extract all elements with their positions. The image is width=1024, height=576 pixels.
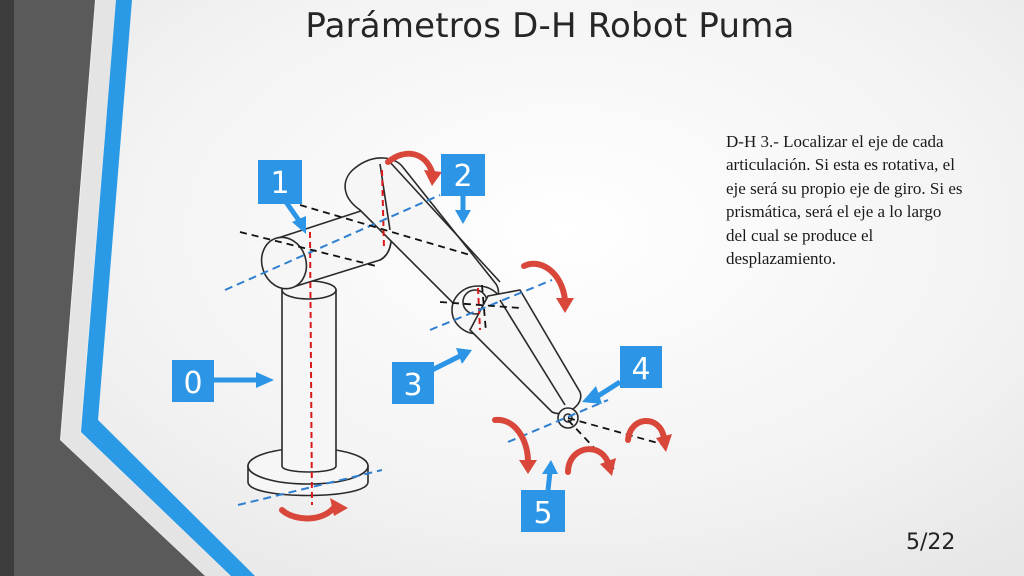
svg-text:4: 4 [631, 352, 650, 387]
rotation-arrow-icon [385, 150, 442, 186]
decor-stripe-thin [0, 0, 14, 576]
axis-aux-6 [567, 417, 666, 446]
pointer-arrow-icon [214, 372, 274, 388]
joint-label-3: 3 [392, 362, 434, 404]
rotation-arrow-icon [521, 260, 574, 313]
pointer-arrow-icon [283, 200, 306, 234]
slide-title: Parámetros D-H Robot Puma [305, 6, 795, 46]
page-number: 5/22 [906, 530, 956, 555]
decor-stripe-light [61, 0, 230, 576]
description-text: D-H 3.- Localizar el eje de cada articul… [726, 132, 963, 269]
joint-label-1: 1 [258, 160, 302, 204]
axis-aux-3 [439, 301, 521, 309]
svg-text:2: 2 [453, 159, 472, 194]
pointer-arrow-icon [455, 195, 471, 224]
axis-aux-2 [299, 204, 471, 256]
svg-text:0: 0 [183, 366, 202, 401]
rotation-arrow-icon [279, 498, 348, 522]
axis-joint-0 [237, 469, 383, 506]
axis-z-base [309, 231, 313, 506]
pointer-arrow-icon [430, 348, 472, 373]
axis-z-upper [381, 169, 385, 249]
joint-label-0: 0 [172, 360, 214, 402]
joint-label-4: 4 [620, 346, 662, 388]
axis-aux-4 [481, 284, 487, 333]
pointer-arrow-icon [542, 460, 558, 491]
svg-text:1: 1 [270, 166, 289, 201]
joint-label-5: 5 [521, 490, 565, 532]
rotation-arrow-icon [565, 446, 616, 476]
robot-column [281, 280, 337, 473]
rotation-arrow-icon [625, 418, 672, 452]
decor-stripe-dark [0, 0, 205, 576]
rotation-arrow-icon [492, 416, 537, 474]
joint-label-2: 2 [441, 154, 485, 196]
svg-text:3: 3 [403, 368, 422, 403]
svg-text:5: 5 [533, 496, 552, 531]
axis-joint-4 [507, 399, 609, 443]
pointer-arrow-icon [582, 379, 622, 404]
axis-joint-1 [224, 194, 441, 291]
